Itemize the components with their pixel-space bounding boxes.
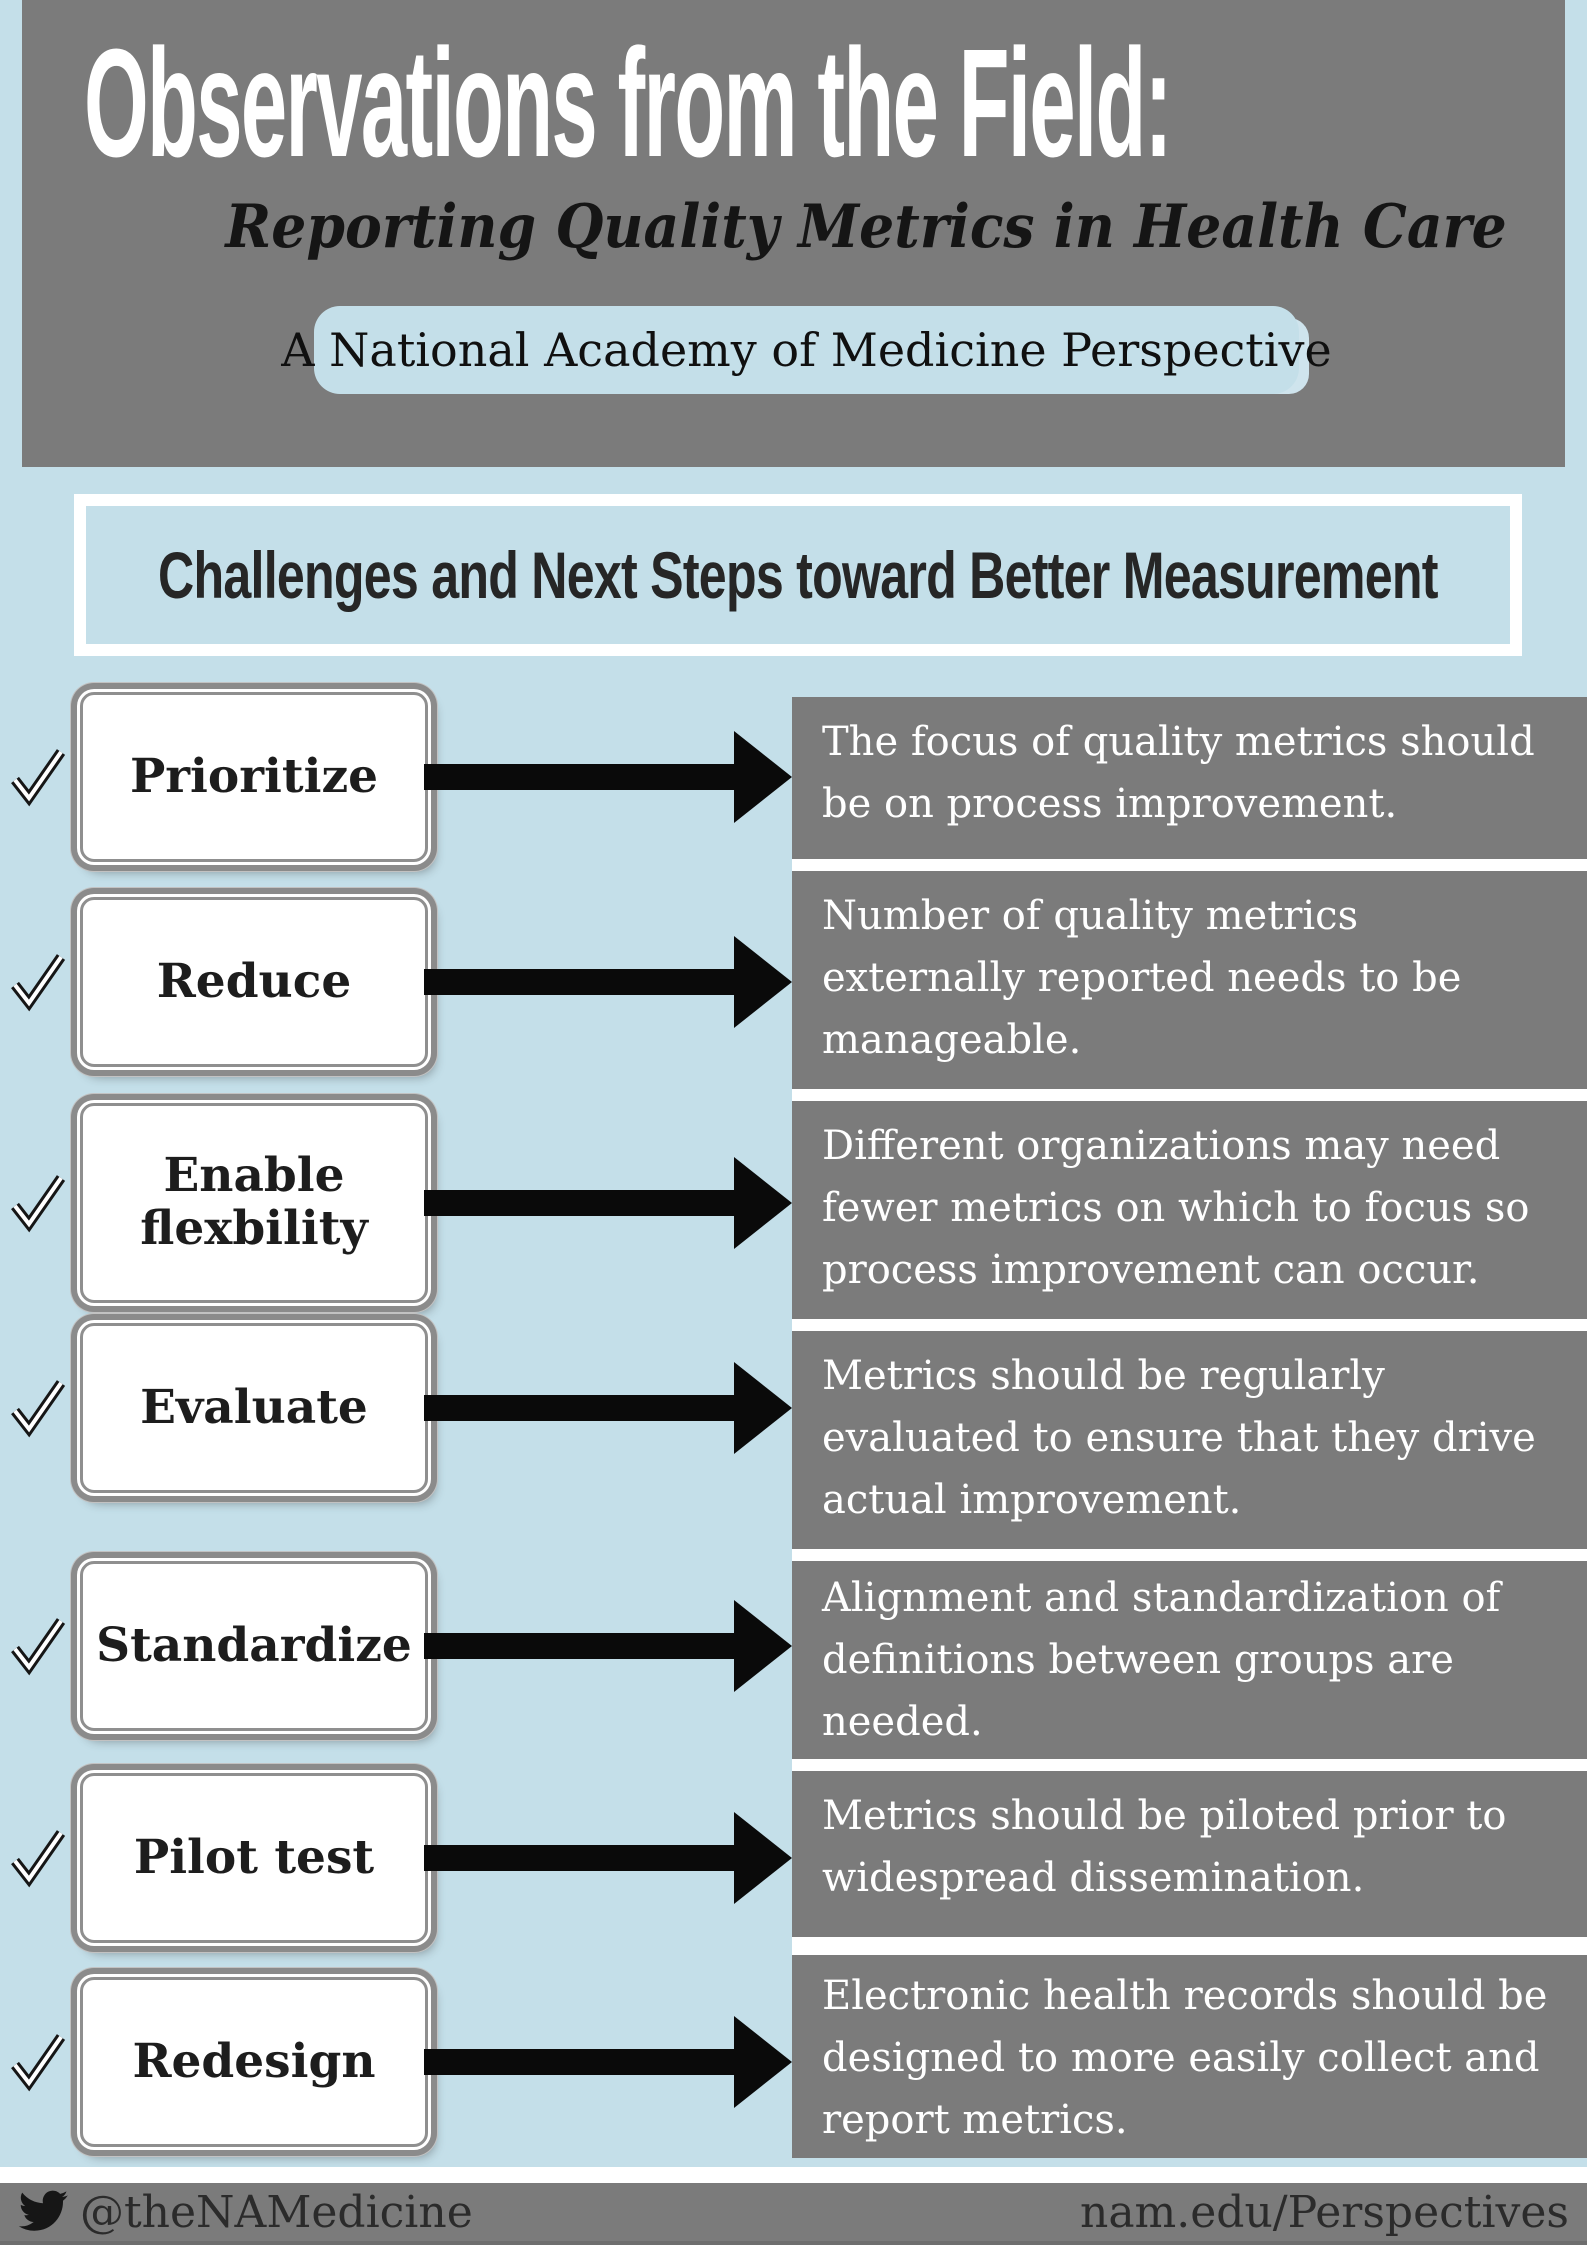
footer-divider	[0, 2167, 1587, 2183]
right-arrow-icon	[424, 2016, 792, 2108]
description-column: The focus of quality metrics should be o…	[792, 697, 1587, 2158]
section-heading: Challenges and Next Steps toward Better …	[158, 538, 1438, 612]
page-subtitle: Reporting Quality Metrics in Health Care	[225, 192, 1507, 262]
check-mark-icon	[8, 744, 70, 810]
twitter-bird-icon	[18, 2190, 68, 2231]
right-arrow-icon	[424, 1157, 792, 1249]
step-box-enable-flexbility: Enable flexbility	[80, 1103, 428, 1303]
step-description-pilot-test: Metrics should be piloted prior to wides…	[792, 1771, 1587, 1937]
right-arrow-icon	[424, 936, 792, 1028]
header-panel: Observations from the Field: Reporting Q…	[22, 0, 1565, 467]
check-mark-icon	[8, 1613, 70, 1679]
right-arrow-icon	[424, 1812, 792, 1904]
step-box-prioritize: Prioritize	[80, 692, 428, 862]
check-mark-icon	[8, 1825, 70, 1891]
page-title: Observations from the Field:	[84, 17, 1172, 189]
twitter-handle[interactable]: @theNAMedicine	[80, 2186, 473, 2238]
step-description-enable-flexbility: Different organizations may need fewer m…	[792, 1101, 1587, 1319]
step-box-redesign: Redesign	[80, 1977, 428, 2147]
step-description-standardize: Alignment and standardization of definit…	[792, 1561, 1587, 1759]
step-box-standardize: Standardize	[80, 1561, 428, 1731]
footer-website[interactable]: nam.edu/Perspectives	[1079, 2186, 1569, 2238]
section-banner: Challenges and Next Steps toward Better …	[74, 494, 1522, 656]
perspective-badge: A National Academy of Medicine Perspecti…	[281, 306, 1332, 394]
check-mark-icon	[8, 1170, 70, 1236]
footer-bar: @theNAMedicine nam.edu/Perspectives	[0, 2183, 1587, 2245]
check-mark-icon	[8, 2029, 70, 2095]
check-mark-icon	[8, 1375, 70, 1441]
step-description-redesign: Electronic health records should be desi…	[792, 1955, 1587, 2158]
check-mark-icon	[8, 949, 70, 1015]
step-box-evaluate: Evaluate	[80, 1323, 428, 1493]
right-arrow-icon	[424, 1362, 792, 1454]
step-box-pilot-test: Pilot test	[80, 1773, 428, 1943]
step-description-evaluate: Metrics should be regularly evaluated to…	[792, 1331, 1587, 1549]
footer-twitter: @theNAMedicine	[18, 2187, 473, 2238]
right-arrow-icon	[424, 1600, 792, 1692]
right-arrow-icon	[424, 731, 792, 823]
step-description-reduce: Number of quality metrics externally rep…	[792, 871, 1587, 1089]
step-description-prioritize: The focus of quality metrics should be o…	[792, 697, 1587, 859]
step-box-reduce: Reduce	[80, 897, 428, 1067]
